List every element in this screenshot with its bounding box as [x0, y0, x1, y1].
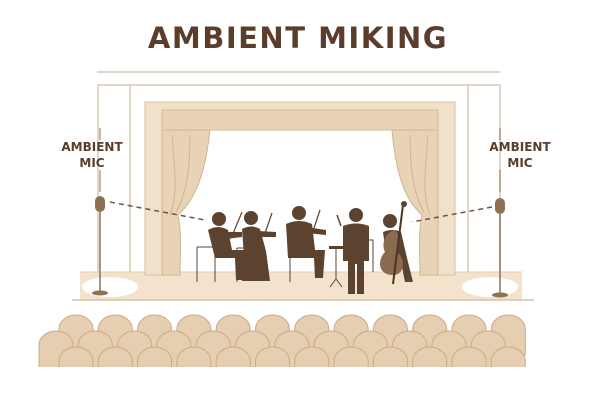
left-curtain [161, 129, 211, 276]
violist [286, 206, 326, 282]
conductor-standing [336, 208, 374, 294]
left-mic-label-line2: MIC [79, 156, 104, 170]
music-stand [329, 246, 343, 288]
left-mic-label-line1: AMBIENT [61, 140, 123, 154]
pickup-dashed-line [411, 206, 493, 223]
right-ambient-mic: AMBIENT MIC [411, 128, 551, 298]
proscenium [144, 101, 456, 276]
mic-icon [95, 196, 105, 212]
right-mic-label-line1: AMBIENT [489, 140, 551, 154]
cellist [380, 201, 413, 285]
page-title: AMBIENT MIKING [148, 21, 448, 55]
right-curtain [391, 129, 439, 276]
violinist-2 [236, 211, 276, 282]
left-ambient-mic: AMBIENT MIC [61, 128, 206, 296]
right-mic-label-line2: MIC [507, 156, 532, 170]
string-ensemble [196, 201, 413, 294]
pickup-dashed-line [109, 201, 206, 221]
stage-floor [72, 271, 534, 301]
mic-icon [495, 198, 505, 214]
